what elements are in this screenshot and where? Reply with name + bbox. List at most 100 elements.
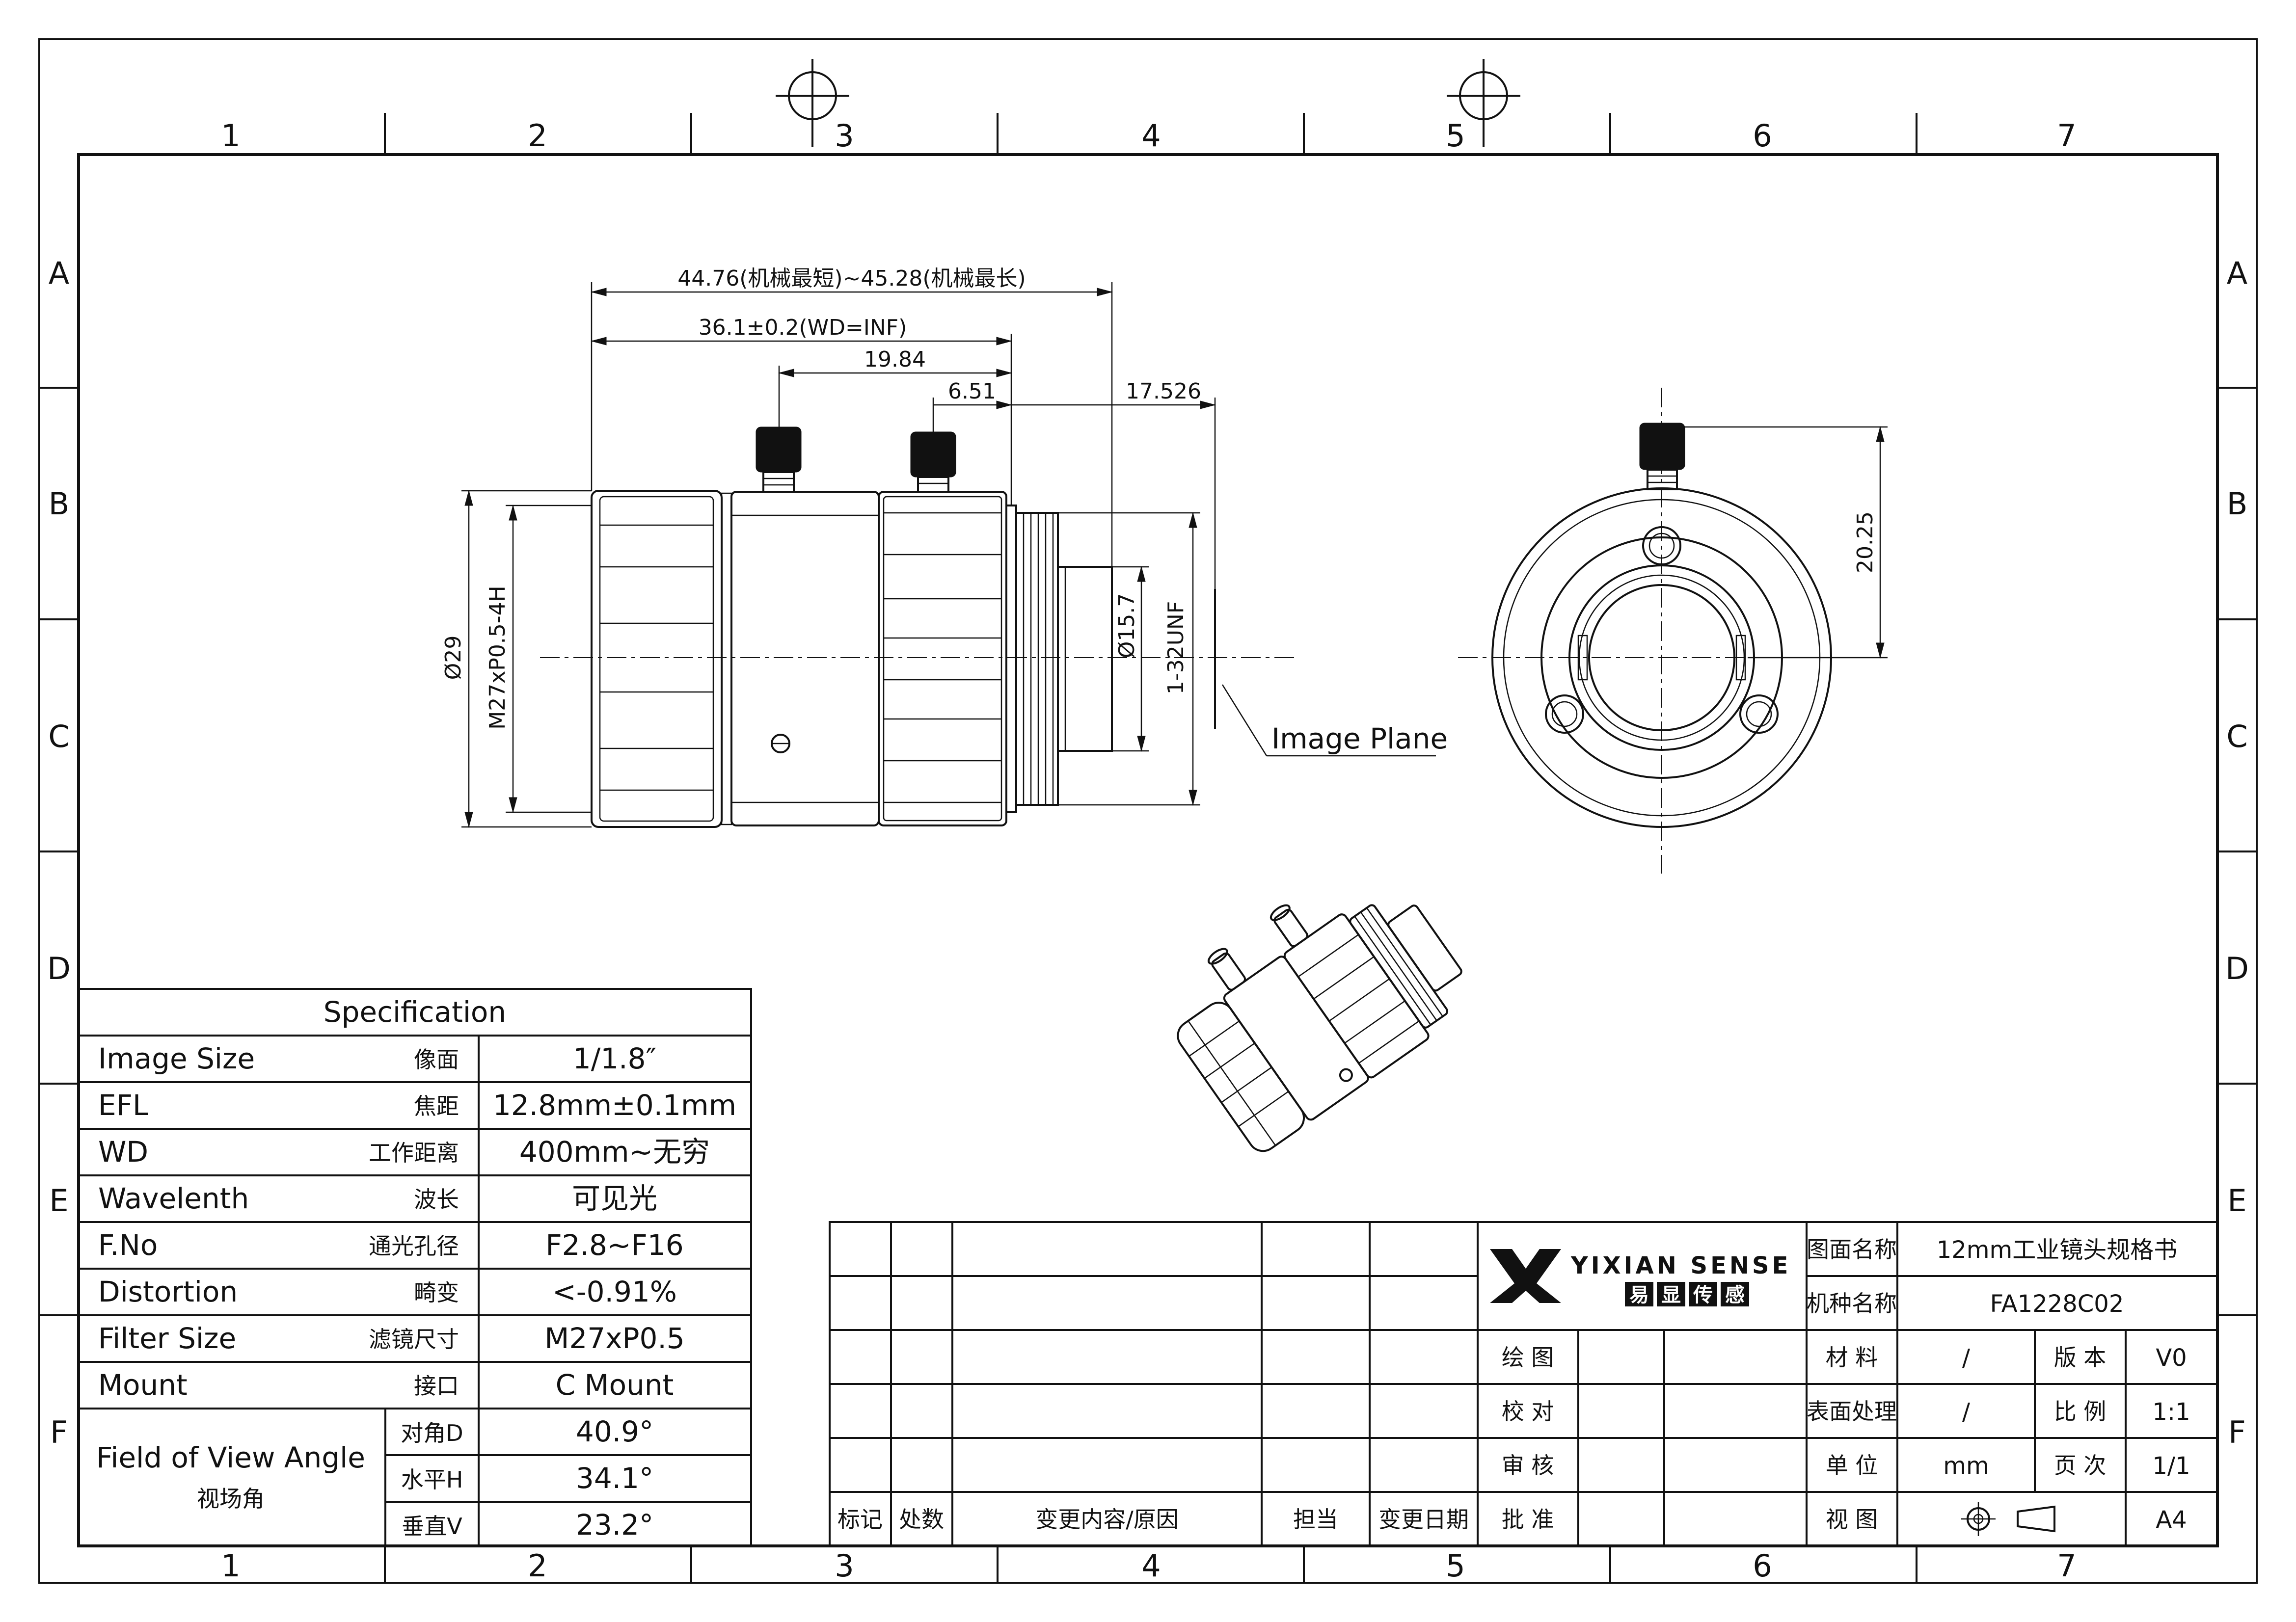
- page-value: 1/1: [2152, 1452, 2190, 1480]
- yixian-sense-logo: YIXIAN SENSE 易 显 传 感: [1490, 1249, 1791, 1306]
- rev-header-owner: 担当: [1293, 1506, 1338, 1533]
- material-label: 材 料: [1826, 1344, 1878, 1371]
- spec-distortion-value: <-0.91%: [552, 1275, 677, 1308]
- spec-efl-label: EFL: [98, 1089, 148, 1122]
- brand-cn-2: 显: [1661, 1284, 1681, 1306]
- spec-fov-cn: 视场角: [197, 1486, 265, 1512]
- zone-col-7-top: 7: [2057, 118, 2076, 154]
- scale-label: 比 例: [2054, 1398, 2107, 1425]
- dim-screw-offset: 6.51: [948, 379, 996, 404]
- spec-efl-cn: 焦距: [414, 1093, 459, 1119]
- spec-fov-diagonal-label: 对角D: [401, 1420, 463, 1446]
- brand-name: YIXIAN SENSE: [1570, 1252, 1791, 1279]
- spec-fov-vertical-value: 23.2°: [576, 1508, 653, 1542]
- spec-wavelength-value: 可见光: [572, 1182, 657, 1215]
- spec-title: Specification: [324, 995, 506, 1029]
- dim-screw-spacing: 19.84: [864, 347, 926, 372]
- zone-col-3-bottom: 3: [835, 1548, 854, 1584]
- approval-approved: 批 准: [1502, 1506, 1554, 1533]
- spec-fno-value: F2.8~F16: [545, 1228, 683, 1262]
- specification-table: Specification Image Size 像面 1/1.8″ EFL 焦…: [78, 988, 752, 1547]
- spec-wavelength-cn: 波长: [414, 1186, 459, 1213]
- lens-isometric-view: [1177, 904, 1462, 1152]
- approval-reviewed: 审 核: [1502, 1452, 1554, 1479]
- version-label: 版 本: [2054, 1344, 2107, 1371]
- zone-row-b-left: B: [49, 486, 70, 522]
- spec-wd-value: 400mm~无穷: [519, 1135, 710, 1169]
- spec-filter-size-label: Filter Size: [98, 1322, 236, 1355]
- title-block: YIXIAN SENSE 易 显 传 感 标记 处数 变更内容/原因 担当 变更…: [829, 1221, 2218, 1547]
- spec-distortion-label: Distortion: [98, 1275, 238, 1308]
- zone-row-f-left: F: [50, 1414, 68, 1450]
- model-label: 机种名称: [1807, 1290, 1897, 1317]
- surface-value: /: [1962, 1398, 1971, 1426]
- dim-front-thread: M27xP0.5-4H: [485, 585, 510, 729]
- zone-col-5-bottom: 5: [1446, 1548, 1465, 1584]
- spec-mount-label: Mount: [98, 1368, 188, 1402]
- scale-value: 1:1: [2152, 1398, 2190, 1426]
- zone-col-5-top: 5: [1446, 118, 1465, 154]
- spec-filter-size-value: M27xP0.5: [544, 1322, 684, 1355]
- zone-col-4-bottom: 4: [1141, 1548, 1161, 1584]
- approval-drawn: 绘 图: [1502, 1344, 1554, 1371]
- spec-efl-value: 12.8mm±0.1mm: [493, 1089, 736, 1122]
- view-label: 视 图: [1826, 1506, 1878, 1533]
- dim-mount-thread: 1-32UNF: [1163, 601, 1189, 694]
- brand-cn-4: 感: [1725, 1284, 1745, 1306]
- spec-fno-cn: 通光孔径: [369, 1233, 459, 1259]
- zone-row-c-right: C: [2226, 718, 2247, 754]
- rev-header-mark: 标记: [837, 1506, 883, 1533]
- zone-col-2-top: 2: [528, 118, 547, 154]
- zone-row-a-left: A: [49, 255, 69, 291]
- page-label: 页 次: [2054, 1452, 2107, 1479]
- spec-fov-horizontal-value: 34.1°: [576, 1462, 653, 1495]
- spec-fov-diagonal-value: 40.9°: [576, 1415, 653, 1448]
- side-view-dimensions: 44.76(机械最短)~45.28(机械最长) 36.1±0.2(WD=INF)…: [441, 266, 1448, 828]
- zone-row-e-right: E: [2227, 1183, 2246, 1219]
- zone-col-1-top: 1: [221, 118, 240, 154]
- spec-filter-size-cn: 滤镜尺寸: [369, 1326, 459, 1353]
- spec-wavelength-label: Wavelenth: [98, 1182, 249, 1215]
- unit-value: mm: [1943, 1452, 1989, 1480]
- projection-symbol-icon: [1961, 1502, 2055, 1536]
- drawing-name: 12mm工业镜头规格书: [1937, 1236, 2178, 1264]
- paper-size: A4: [2156, 1506, 2187, 1534]
- spec-image-size-label: Image Size: [98, 1042, 255, 1075]
- spec-distortion-cn: 畸变: [414, 1279, 459, 1306]
- unit-label: 单 位: [1826, 1452, 1878, 1479]
- spec-fov-horizontal-label: 水平H: [401, 1466, 463, 1493]
- rev-header-content: 变更内容/原因: [1035, 1506, 1179, 1533]
- spec-fov-vertical-label: 垂直V: [402, 1513, 462, 1540]
- dim-outer-diameter: Ø29: [441, 636, 466, 680]
- zone-col-3-top: 3: [835, 118, 854, 154]
- lens-side-view: [540, 426, 1436, 828]
- spec-image-size-value: 1/1.8″: [573, 1042, 656, 1075]
- zone-row-e-left: E: [49, 1183, 68, 1219]
- spec-image-size-cn: 像面: [414, 1046, 459, 1073]
- surface-label: 表面处理: [1807, 1398, 1897, 1425]
- zone-row-c-left: C: [48, 718, 69, 754]
- zone-col-6-bottom: 6: [1753, 1548, 1772, 1584]
- dim-overall-length: 44.76(机械最短)~45.28(机械最长): [677, 266, 1026, 291]
- zone-row-d-left: D: [47, 951, 71, 986]
- drawing-name-label: 图面名称: [1807, 1236, 1897, 1263]
- lens-rear-view: 20.25: [1458, 388, 1888, 874]
- zone-col-1-bottom: 1: [221, 1548, 240, 1584]
- spec-fov-label: Field of View Angle: [96, 1441, 365, 1474]
- zone-row-f-right: F: [2228, 1414, 2246, 1450]
- dim-flange-back: 17.526: [1126, 379, 1201, 404]
- material-value: /: [1962, 1344, 1971, 1372]
- version-value: V0: [2156, 1344, 2187, 1372]
- zone-col-6-top: 6: [1753, 118, 1772, 154]
- spec-mount-value: C Mount: [556, 1368, 674, 1402]
- zone-col-4-top: 4: [1141, 118, 1161, 154]
- zone-col-2-bottom: 2: [528, 1548, 547, 1584]
- dim-length-wd-inf: 36.1±0.2(WD=INF): [699, 315, 907, 340]
- rev-header-count: 处数: [899, 1506, 944, 1533]
- zone-row-b-right: B: [2227, 486, 2248, 522]
- image-plane-label: Image Plane: [1271, 722, 1448, 755]
- approval-checked: 校 对: [1502, 1398, 1554, 1425]
- model-number: FA1228C02: [1990, 1290, 2124, 1318]
- spec-fno-label: F.No: [98, 1228, 158, 1262]
